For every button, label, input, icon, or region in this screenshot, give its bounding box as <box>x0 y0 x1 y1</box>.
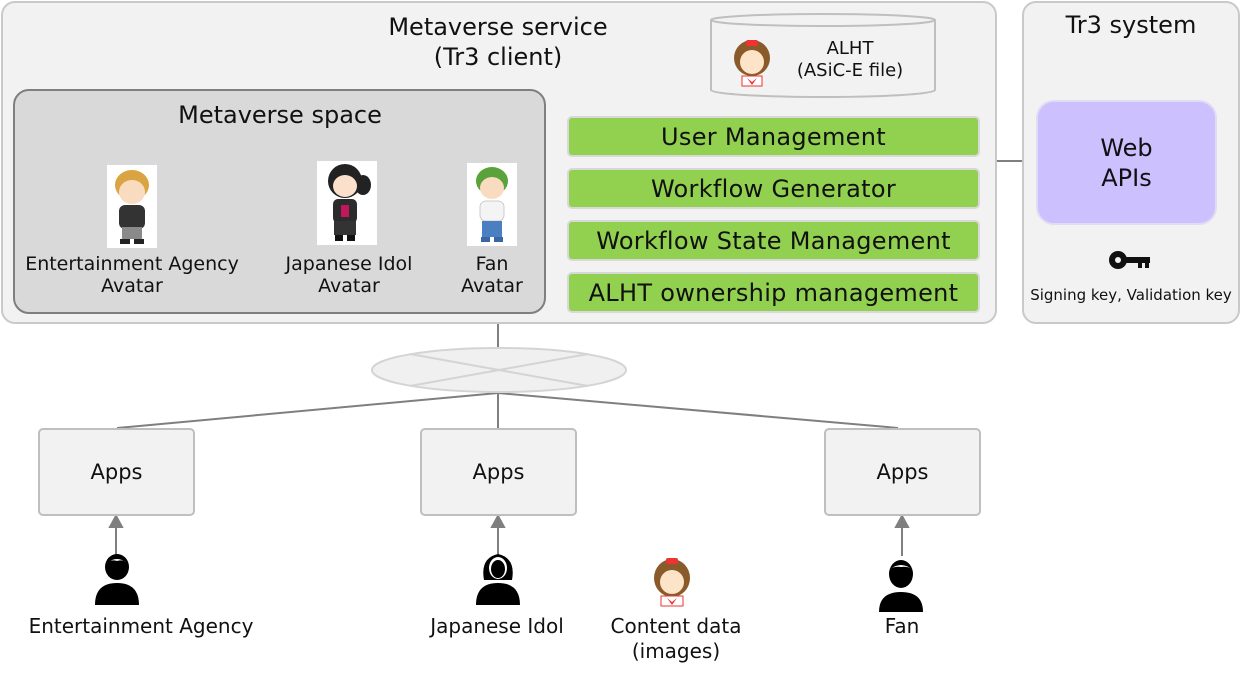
alht-idol-image-icon <box>734 40 770 87</box>
entertainment-agency-avatar-label: Entertainment Agency Avatar <box>25 253 239 297</box>
entertainment-agency-person-icon <box>95 554 139 605</box>
entertainment-agency-user-label: Entertainment Agency <box>28 614 254 638</box>
metaverse-service-title: Metaverse service (Tr3 client) <box>388 13 608 71</box>
entertainment-agency-avatar-image <box>107 165 157 248</box>
metaverse-space-panel <box>13 89 546 314</box>
apps-box-fan: Apps <box>824 428 981 516</box>
fan-avatar-image <box>467 163 517 246</box>
alht-database-cylinder <box>710 13 936 98</box>
user-management-module: User Management <box>567 116 980 157</box>
web-apis-box: Web APIs <box>1036 100 1217 225</box>
fan-user-label: Fan <box>884 614 920 638</box>
workflow-generator-module: Workflow Generator <box>567 168 980 209</box>
apps-box-entertainment-agency: Apps <box>38 428 195 516</box>
japanese-idol-avatar-label: Japanese Idol Avatar <box>285 253 413 297</box>
network-hub-icon <box>371 347 627 393</box>
japanese-idol-user-label: Japanese Idol <box>430 614 564 638</box>
metaverse-space-title: Metaverse space <box>178 101 382 129</box>
tr3-system-title: Tr3 system <box>1065 11 1197 39</box>
content-data-image-icon <box>654 558 690 607</box>
alht-file-label: ALHT (ASiC-E file) <box>796 38 904 81</box>
workflow-state-management-module: Workflow State Management <box>567 220 980 261</box>
alht-ownership-management-module: ALHT ownership management <box>567 272 980 313</box>
japanese-idol-avatar-image <box>317 161 377 245</box>
fan-person-icon <box>879 560 923 612</box>
fan-avatar-label: Fan Avatar <box>461 253 523 297</box>
japanese-idol-person-icon <box>476 554 520 605</box>
keys-label: Signing key, Validation key <box>1030 286 1232 304</box>
apps-box-japanese-idol: Apps <box>420 428 577 516</box>
key-icon <box>1109 251 1150 269</box>
content-data-label: Content data (images) <box>610 614 742 663</box>
